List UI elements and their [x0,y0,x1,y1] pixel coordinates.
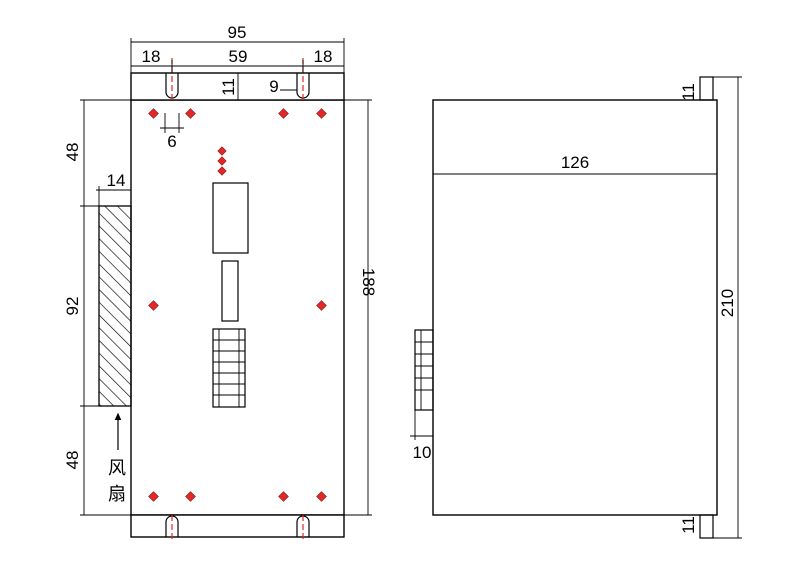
mount-hole [185,491,196,502]
top-dimensions: 95 18 59 18 11 9 6 [130,23,345,151]
top-left-slot [165,58,179,100]
mount-holes [148,108,327,502]
indicator-led [217,166,227,176]
bottom-flange [130,514,345,538]
front-view: 风 扇 95 18 59 18 11 9 6 [63,23,378,540]
mount-hole [278,108,289,119]
dim-top-section: 48 [63,143,82,162]
display-window [212,182,249,254]
right-dimension: 188 [344,99,378,516]
mount-hole [148,300,159,311]
left-dimensions: 48 92 48 14 [63,99,131,516]
side-top-tab [699,76,714,101]
top-right-slot [296,58,310,100]
terminal-block [212,328,246,408]
dim-right-margin: 18 [314,47,333,66]
dim-slot-width: 9 [269,77,278,96]
mount-hole [316,300,327,311]
dim-side-total-height: 210 [718,289,737,317]
bottom-right-slot [296,515,310,540]
mount-hole [278,491,289,502]
mount-hole [148,491,159,502]
indicator-led [217,156,227,166]
switch-window [221,260,239,322]
fan-area [98,205,132,407]
mount-hole [316,108,327,119]
dim-middle-span: 59 [229,47,248,66]
dim-left-margin: 18 [142,47,161,66]
mount-hole [185,108,196,119]
dim-fan-height: 92 [63,297,82,316]
mount-hole [148,108,159,119]
dim-hole-offset: 6 [167,132,176,151]
dim-bottom-section: 48 [63,451,82,470]
indicator-led [217,146,227,156]
bottom-left-slot [165,515,179,540]
dim-side-depth: 126 [561,153,589,172]
dim-connector-offset: 10 [413,443,432,462]
dim-side-tab-top: 11 [679,83,698,101]
dim-side-tab-bottom: 11 [679,516,698,534]
fan-label-line2: 扇 [108,484,126,505]
dim-tab-height: 11 [219,78,238,96]
side-bottom-tab [699,514,714,539]
fan-label-line1: 风 [108,458,126,479]
mount-hole [316,491,327,502]
side-connector [414,329,434,411]
dim-total-width: 95 [228,23,247,42]
side-view: 126 210 11 11 10 [410,76,742,539]
dim-fan-width: 14 [107,171,126,190]
dim-body-height: 188 [359,268,378,296]
side-body-outline [432,99,718,516]
